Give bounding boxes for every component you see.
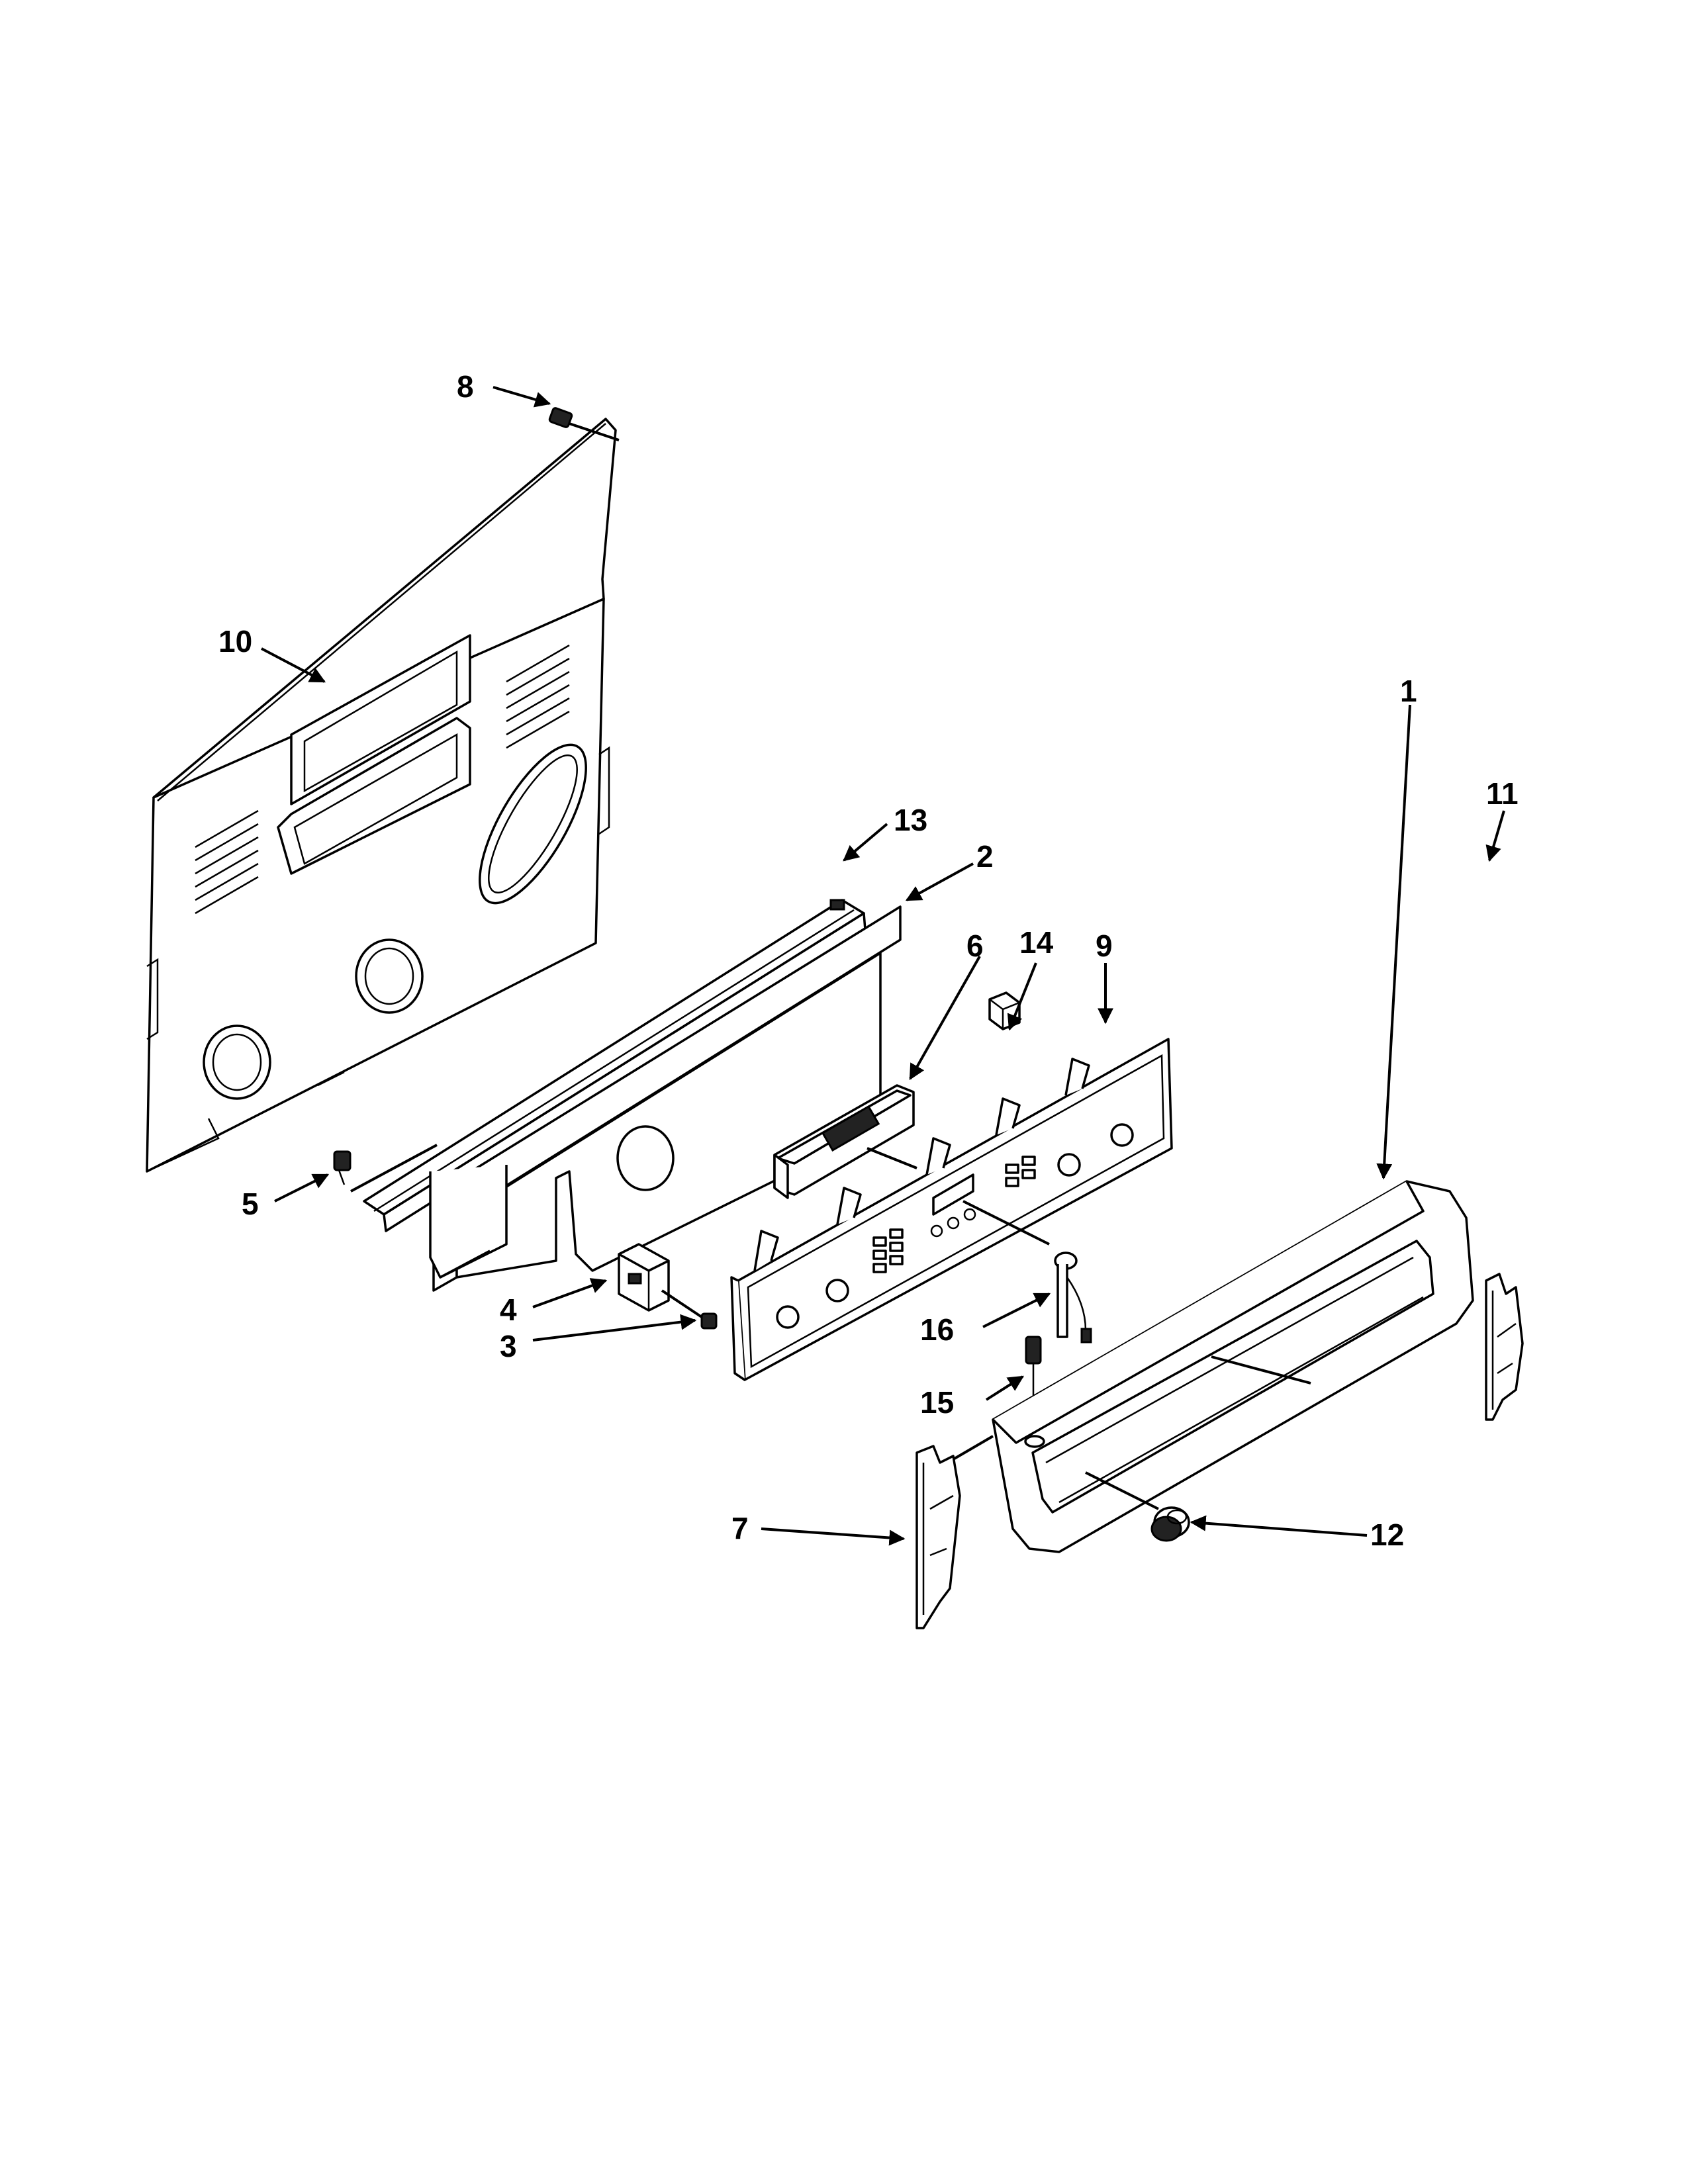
callout-12: 12 [1370, 1518, 1404, 1552]
callout-16: 16 [920, 1312, 954, 1347]
part-1-console-frame [992, 1180, 1474, 1553]
part-12-knob [1150, 1506, 1190, 1542]
callout-11: 11 [1486, 776, 1519, 811]
callout-3: 3 [500, 1329, 517, 1363]
part-10-back-panel [146, 418, 617, 1173]
part-2-bracket [429, 905, 902, 1292]
callout-1: 1 [1400, 674, 1417, 708]
callout-13: 13 [894, 803, 927, 837]
callout-7: 7 [731, 1511, 749, 1545]
part-3-screw [661, 1289, 718, 1330]
callout-4: 4 [500, 1293, 517, 1327]
part-4-switch [618, 1243, 670, 1312]
part-16-harness [962, 1200, 1092, 1343]
part-9-control-panel [730, 1038, 1173, 1381]
callout-10: 10 [218, 624, 252, 659]
callout-15: 15 [920, 1385, 954, 1420]
callout-14: 14 [1019, 925, 1054, 960]
callout-labels: 8 10 13 2 6 14 9 1 11 5 4 3 16 15 7 12 [218, 369, 1519, 1552]
part-7-end-cap [915, 1435, 994, 1629]
callout-2: 2 [976, 839, 994, 874]
callout-6: 6 [966, 929, 984, 963]
part-6-control-board [773, 1084, 917, 1199]
callout-9: 9 [1096, 929, 1113, 963]
callout-5: 5 [242, 1187, 259, 1221]
part-11-end-cap [1485, 1273, 1524, 1421]
callout-8: 8 [457, 369, 474, 404]
part-8-screw [548, 407, 620, 441]
part-5-screw [333, 1144, 438, 1193]
leader-lines [261, 386, 1505, 1546]
part-14-clip [988, 991, 1021, 1030]
